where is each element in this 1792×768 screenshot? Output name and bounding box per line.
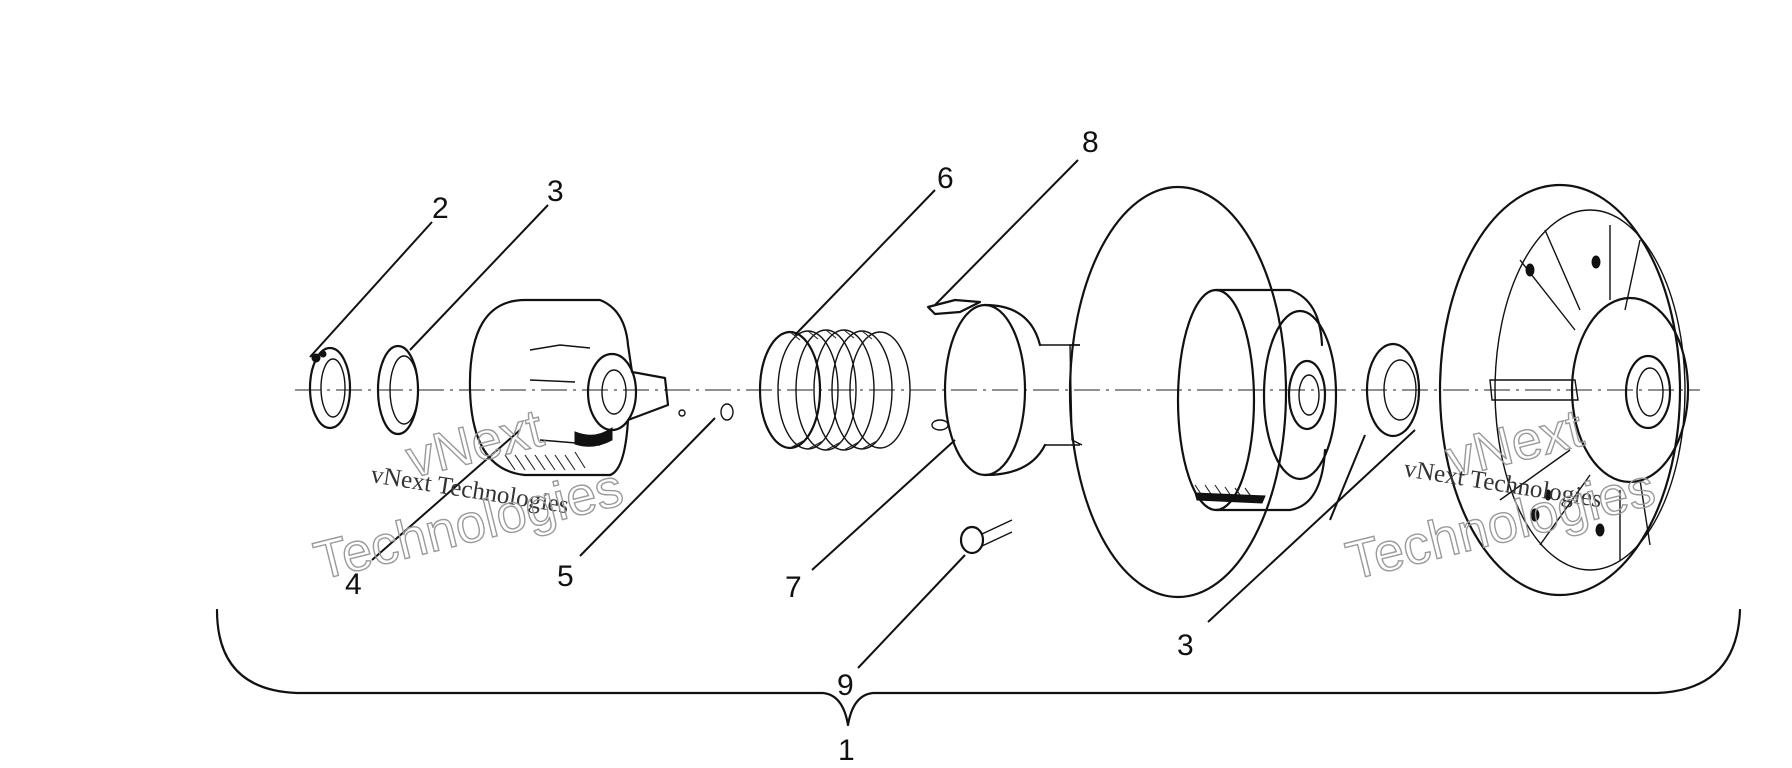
part-pin	[678, 403, 734, 421]
watermark-left: vNext vNext Technologies Technologies	[308, 397, 630, 592]
part-washer-left	[376, 344, 420, 436]
watermark-right: vNext vNext Technologies Technologies	[1340, 397, 1662, 592]
part-fixed-sheave	[1438, 183, 1690, 597]
part-snap-ring	[308, 346, 352, 430]
part-bearing-right	[1365, 342, 1421, 438]
callout-3-left: 3	[547, 175, 564, 208]
part-spring	[758, 329, 911, 451]
callout-6: 6	[937, 162, 954, 195]
callout-5: 5	[557, 560, 574, 593]
assembly-bracket	[215, 608, 1742, 727]
callout-4: 4	[345, 568, 362, 601]
callout-7: 7	[785, 571, 802, 604]
part-set-screw	[959, 519, 1013, 555]
callout-2: 2	[432, 192, 449, 225]
callout-1: 1	[838, 734, 855, 767]
callout-8: 8	[1082, 126, 1099, 159]
callout-9: 9	[837, 669, 854, 702]
callout-3-right: 3	[1177, 629, 1194, 662]
part-cam	[468, 298, 670, 477]
callout-labels: 2 3 6 8 4 5 7 9 3 1	[345, 126, 1194, 767]
part-movable-sheave	[1068, 185, 1338, 599]
leader-lines	[309, 159, 1416, 669]
part-key	[926, 298, 982, 316]
